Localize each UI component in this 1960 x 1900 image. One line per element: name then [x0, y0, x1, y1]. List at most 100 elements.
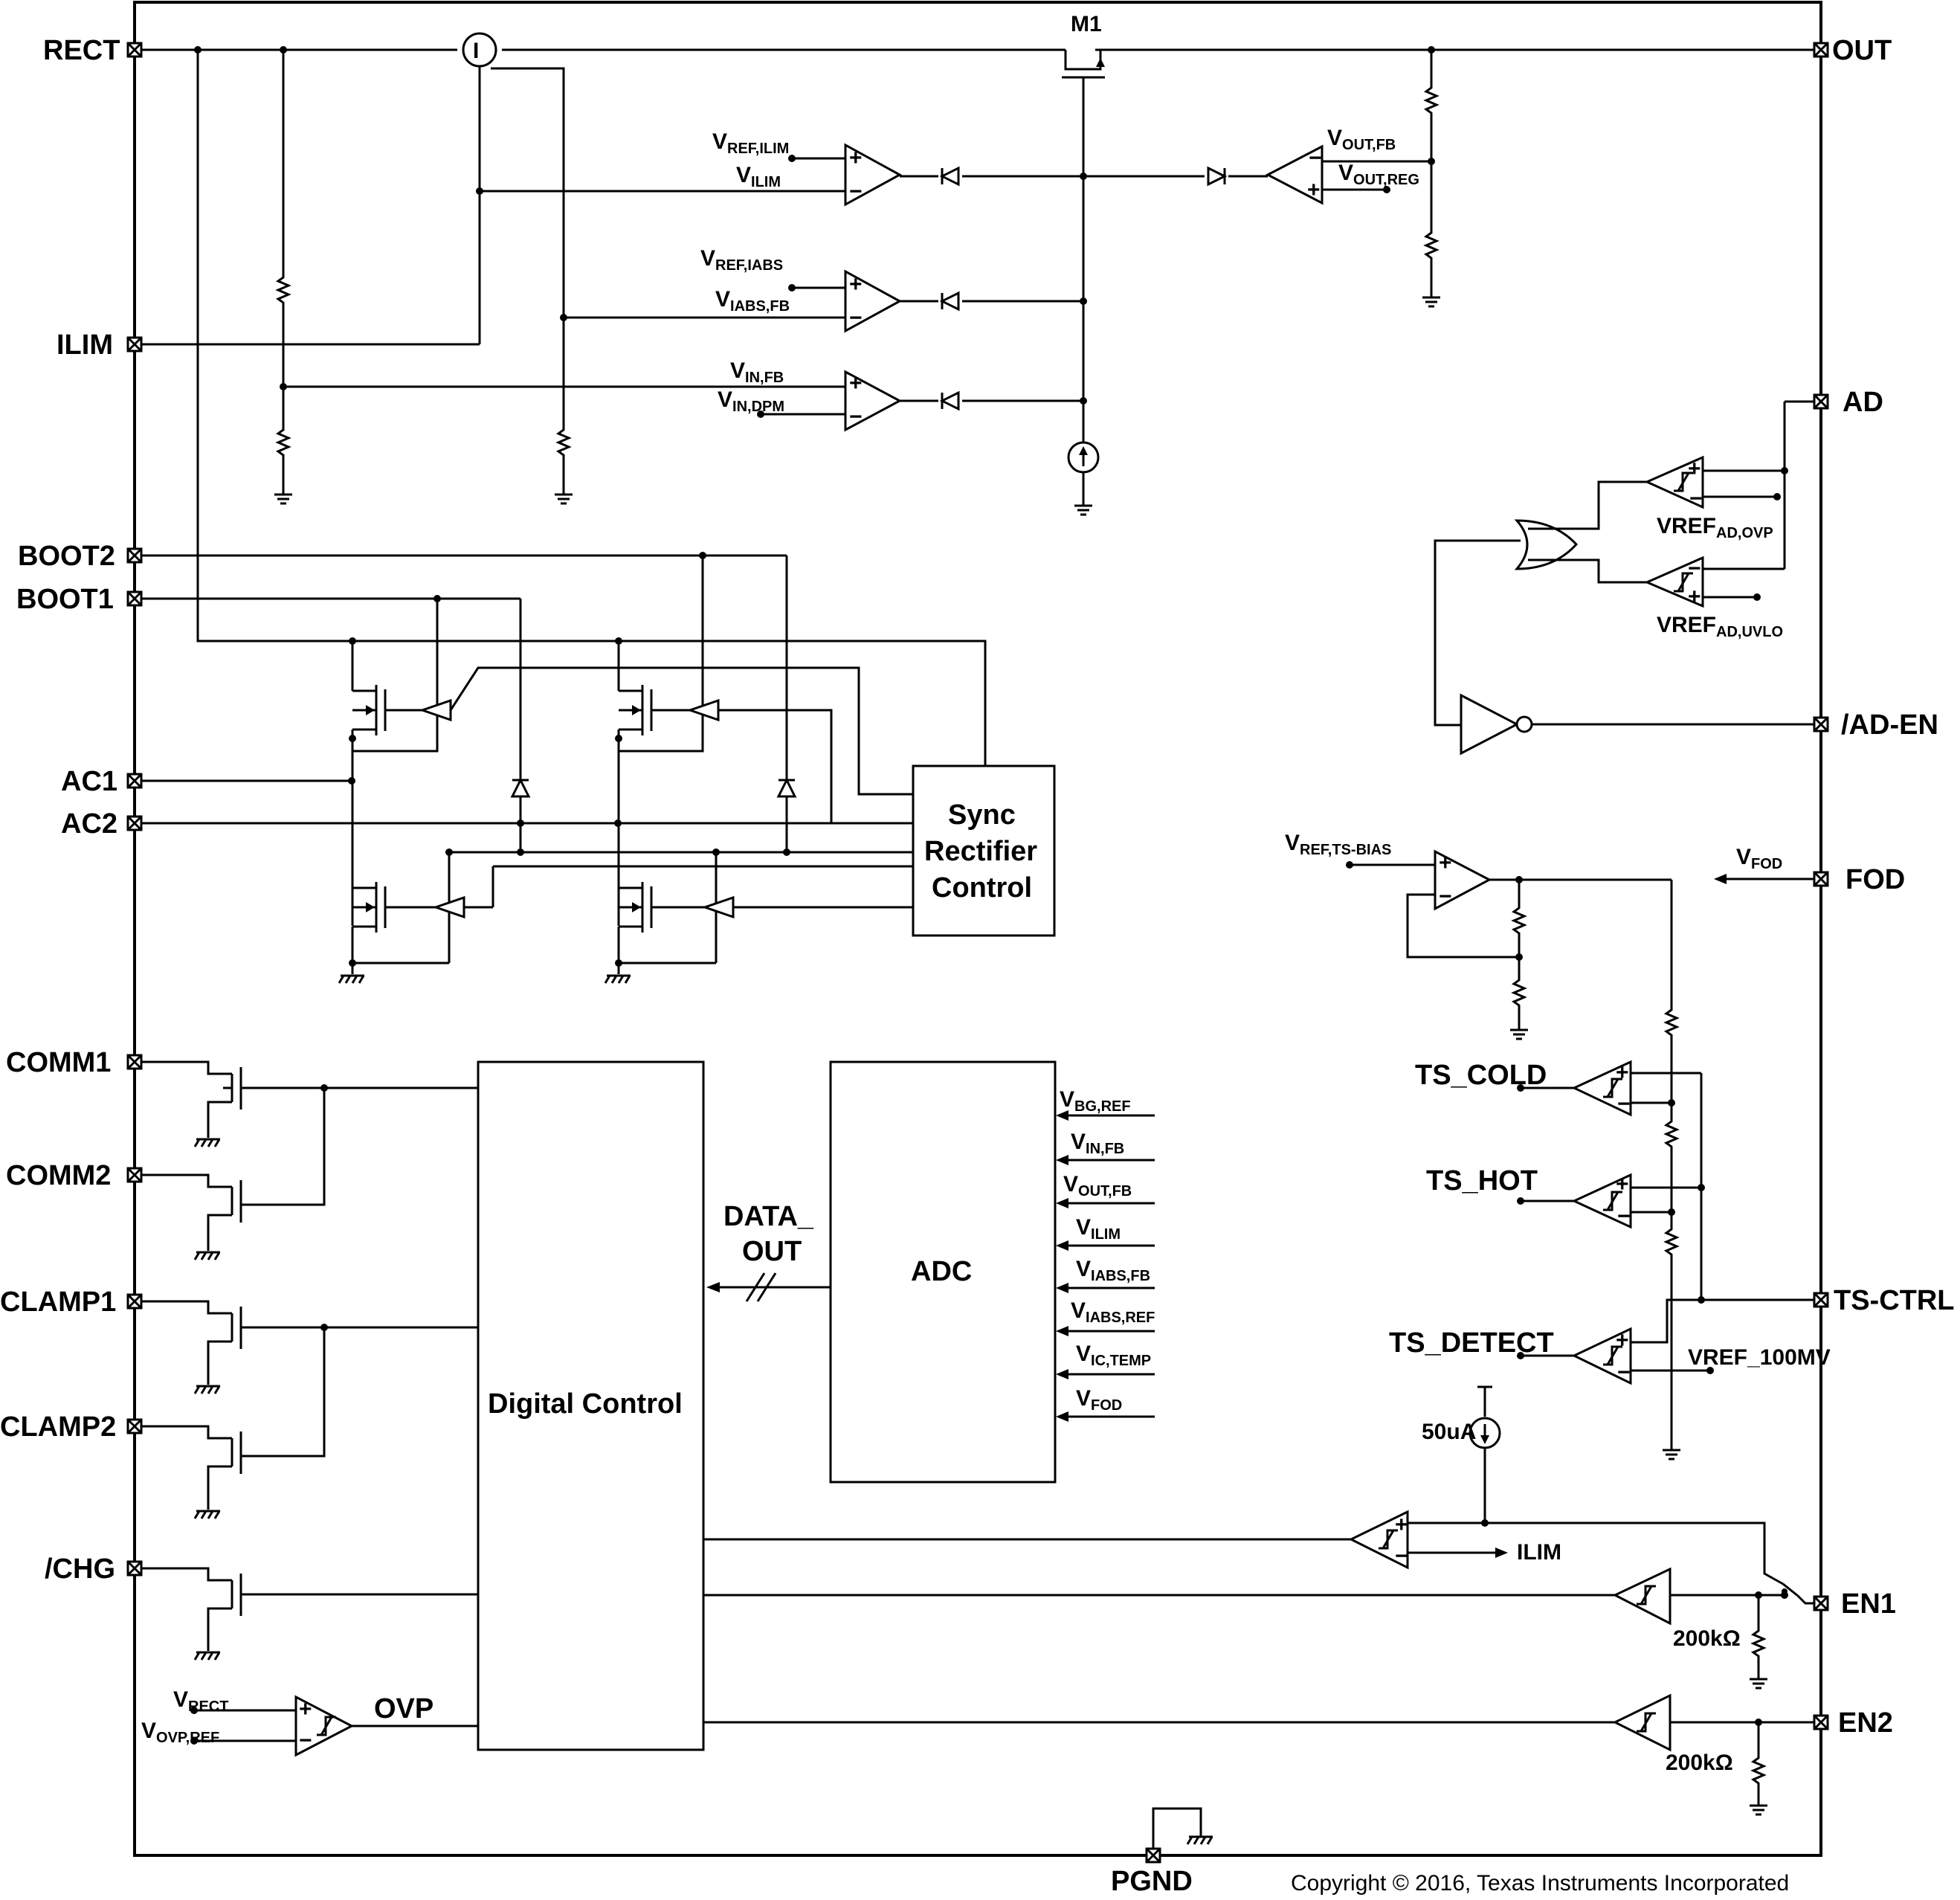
pin-ad-en: /AD-EN — [1841, 709, 1938, 741]
svg-text:VOVP,REF: VOVP,REF — [141, 1719, 219, 1746]
svg-text:Digital Control: Digital Control — [488, 1388, 683, 1420]
svg-text:−: − — [1617, 1360, 1631, 1385]
svg-text:VIABS,REF: VIABS,REF — [1071, 1298, 1155, 1326]
svg-text:VREF,ILIM: VREF,ILIM — [712, 129, 789, 157]
right-pins: OUT AD /AD-EN FOD TS-CTRL EN1 EN2 — [1813, 35, 1955, 1739]
svg-text:VREF,IABS: VREF,IABS — [700, 246, 783, 274]
svg-text:VREFAD,OVP: VREFAD,OVP — [1657, 514, 1773, 541]
svg-text:−: − — [1439, 884, 1452, 909]
sync-fet-4 — [604, 867, 735, 985]
top-signal-labels: VREF,ILIM VILIM VREF,IABS VIABS,FB VIN,F… — [700, 126, 1419, 415]
enable-section: 50uA + − ILIM 200kΩ — [703, 1385, 1814, 1816]
pin-comm1: COMM1 — [6, 1047, 111, 1078]
svg-text:VREF,TS-BIAS: VREF,TS-BIAS — [1285, 831, 1391, 858]
svg-text:VOUT,FB: VOUT,FB — [1327, 126, 1396, 153]
left-pins: RECT ILIM BOOT2 BOOT1 AC1 AC2 COMM1 COMM… — [0, 35, 143, 1585]
power-path: I M1 — [141, 12, 1814, 176]
digital-control-block — [477, 1060, 705, 1751]
pin-comm2: COMM2 — [6, 1160, 111, 1191]
comm-fets — [141, 1060, 478, 1661]
pin-ac1: AC1 — [61, 766, 117, 797]
vout-amp: − + — [1083, 144, 1431, 205]
svg-text:−: − — [1395, 1544, 1408, 1568]
svg-text:VILIM: VILIM — [1076, 1215, 1121, 1243]
svg-text:VFOD: VFOD — [1736, 845, 1782, 872]
svg-text:+: + — [1688, 457, 1701, 481]
ovp-comparator: + − OVP VRECT VOVP,REF — [141, 1687, 478, 1757]
svg-text:−: − — [849, 306, 863, 330]
svg-text:−: − — [1617, 1204, 1631, 1228]
iabs-amp: + − — [788, 269, 1083, 333]
svg-text:+: + — [1616, 1172, 1629, 1197]
dpm-amp: + − — [757, 370, 1083, 432]
pin-ad: AD — [1843, 387, 1883, 418]
svg-text:VFOD: VFOD — [1076, 1386, 1122, 1414]
pin-chg: /CHG — [45, 1553, 115, 1585]
sync-rectifier-block — [912, 764, 1056, 937]
svg-text:VREFAD,UVLO: VREFAD,UVLO — [1657, 613, 1783, 640]
svg-text:TS_HOT: TS_HOT — [1426, 1165, 1538, 1197]
ad-logic: + − − + VREFAD,OVP VREFAD,UVLO — [1434, 400, 1814, 756]
sync-fet-1 — [349, 599, 452, 926]
copyright: Copyright © 2016, Texas Instruments Inco… — [1291, 1871, 1789, 1896]
sync-fet-2 — [615, 555, 720, 926]
pin-boot1: BOOT1 — [16, 584, 114, 615]
pin-rect: RECT — [43, 35, 120, 66]
m1-transistor: M1 — [1062, 12, 1105, 176]
svg-text:OUT: OUT — [742, 1236, 802, 1267]
svg-text:+: + — [1307, 178, 1321, 202]
pin-out: OUT — [1832, 35, 1892, 66]
ts-comparators: + − + − + − TS_COLD TS_HOT TS_DETECT VRE… — [1389, 1060, 1831, 1385]
pin-ac2: AC2 — [61, 808, 117, 840]
pin-fod: FOD — [1845, 864, 1905, 895]
svg-text:Rectifier: Rectifier — [924, 836, 1037, 867]
svg-text:+: + — [299, 1697, 312, 1722]
svg-text:VOUT,REG: VOUT,REG — [1338, 161, 1419, 188]
svg-text:−: − — [1689, 486, 1703, 511]
svg-text:Sync: Sync — [948, 799, 1016, 831]
svg-text:TS_DETECT: TS_DETECT — [1389, 1327, 1554, 1359]
adc-inputs: VBG,REF VIN,FB VOUT,FB VILIM VIABS,FB VI… — [1056, 1087, 1155, 1422]
pin-boot2: BOOT2 — [18, 541, 115, 572]
svg-text:OVP: OVP — [374, 1693, 433, 1725]
pin-ts-ctrl: TS-CTRL — [1834, 1285, 1955, 1316]
pin-clamp1: CLAMP1 — [0, 1286, 116, 1318]
svg-text:VIC,TEMP: VIC,TEMP — [1076, 1342, 1151, 1369]
svg-text:+: + — [1616, 1328, 1629, 1353]
svg-text:VBG,REF: VBG,REF — [1060, 1087, 1131, 1115]
ic-outline — [133, 1, 1822, 1857]
svg-text:M1: M1 — [1071, 12, 1102, 36]
fod-input: VFOD — [1714, 845, 1814, 884]
svg-text:VRECT: VRECT — [173, 1687, 228, 1715]
svg-text:DATA_: DATA_ — [723, 1201, 814, 1232]
svg-text:VIN,FB: VIN,FB — [730, 358, 784, 386]
svg-text:I: I — [473, 39, 479, 63]
svg-text:−: − — [849, 179, 863, 204]
svg-text:ILIM: ILIM — [1517, 1540, 1561, 1565]
svg-text:VIABS,FB: VIABS,FB — [715, 287, 790, 315]
svg-text:−: − — [849, 405, 863, 429]
svg-text:−: − — [1688, 556, 1701, 581]
svg-text:TS_COLD: TS_COLD — [1415, 1060, 1547, 1091]
svg-text:+: + — [849, 371, 863, 396]
svg-text:VIABS,FB: VIABS,FB — [1076, 1257, 1150, 1284]
svg-text:+: + — [1616, 1060, 1629, 1085]
adc-block — [829, 1060, 1057, 1484]
pin-en2: EN2 — [1838, 1707, 1893, 1739]
svg-text:−: − — [299, 1728, 312, 1753]
rect-divider — [273, 50, 845, 505]
svg-text:VILIM: VILIM — [736, 163, 781, 190]
svg-text:+: + — [849, 146, 863, 170]
svg-text:+: + — [849, 272, 863, 297]
svg-text:200kΩ: 200kΩ — [1673, 1626, 1741, 1651]
pin-ilim: ILIM — [57, 329, 113, 361]
svg-text:VREF_100MV: VREF_100MV — [1688, 1345, 1831, 1370]
svg-text:−: − — [1617, 1092, 1631, 1116]
pin-en1: EN1 — [1841, 1588, 1896, 1620]
svg-text:−: − — [1309, 146, 1322, 170]
svg-text:VIN,FB: VIN,FB — [1071, 1130, 1124, 1157]
svg-text:200kΩ: 200kΩ — [1666, 1751, 1733, 1775]
pgnd-pin: PGND — [1111, 1807, 1214, 1897]
pin-clamp2: CLAMP2 — [0, 1411, 116, 1443]
